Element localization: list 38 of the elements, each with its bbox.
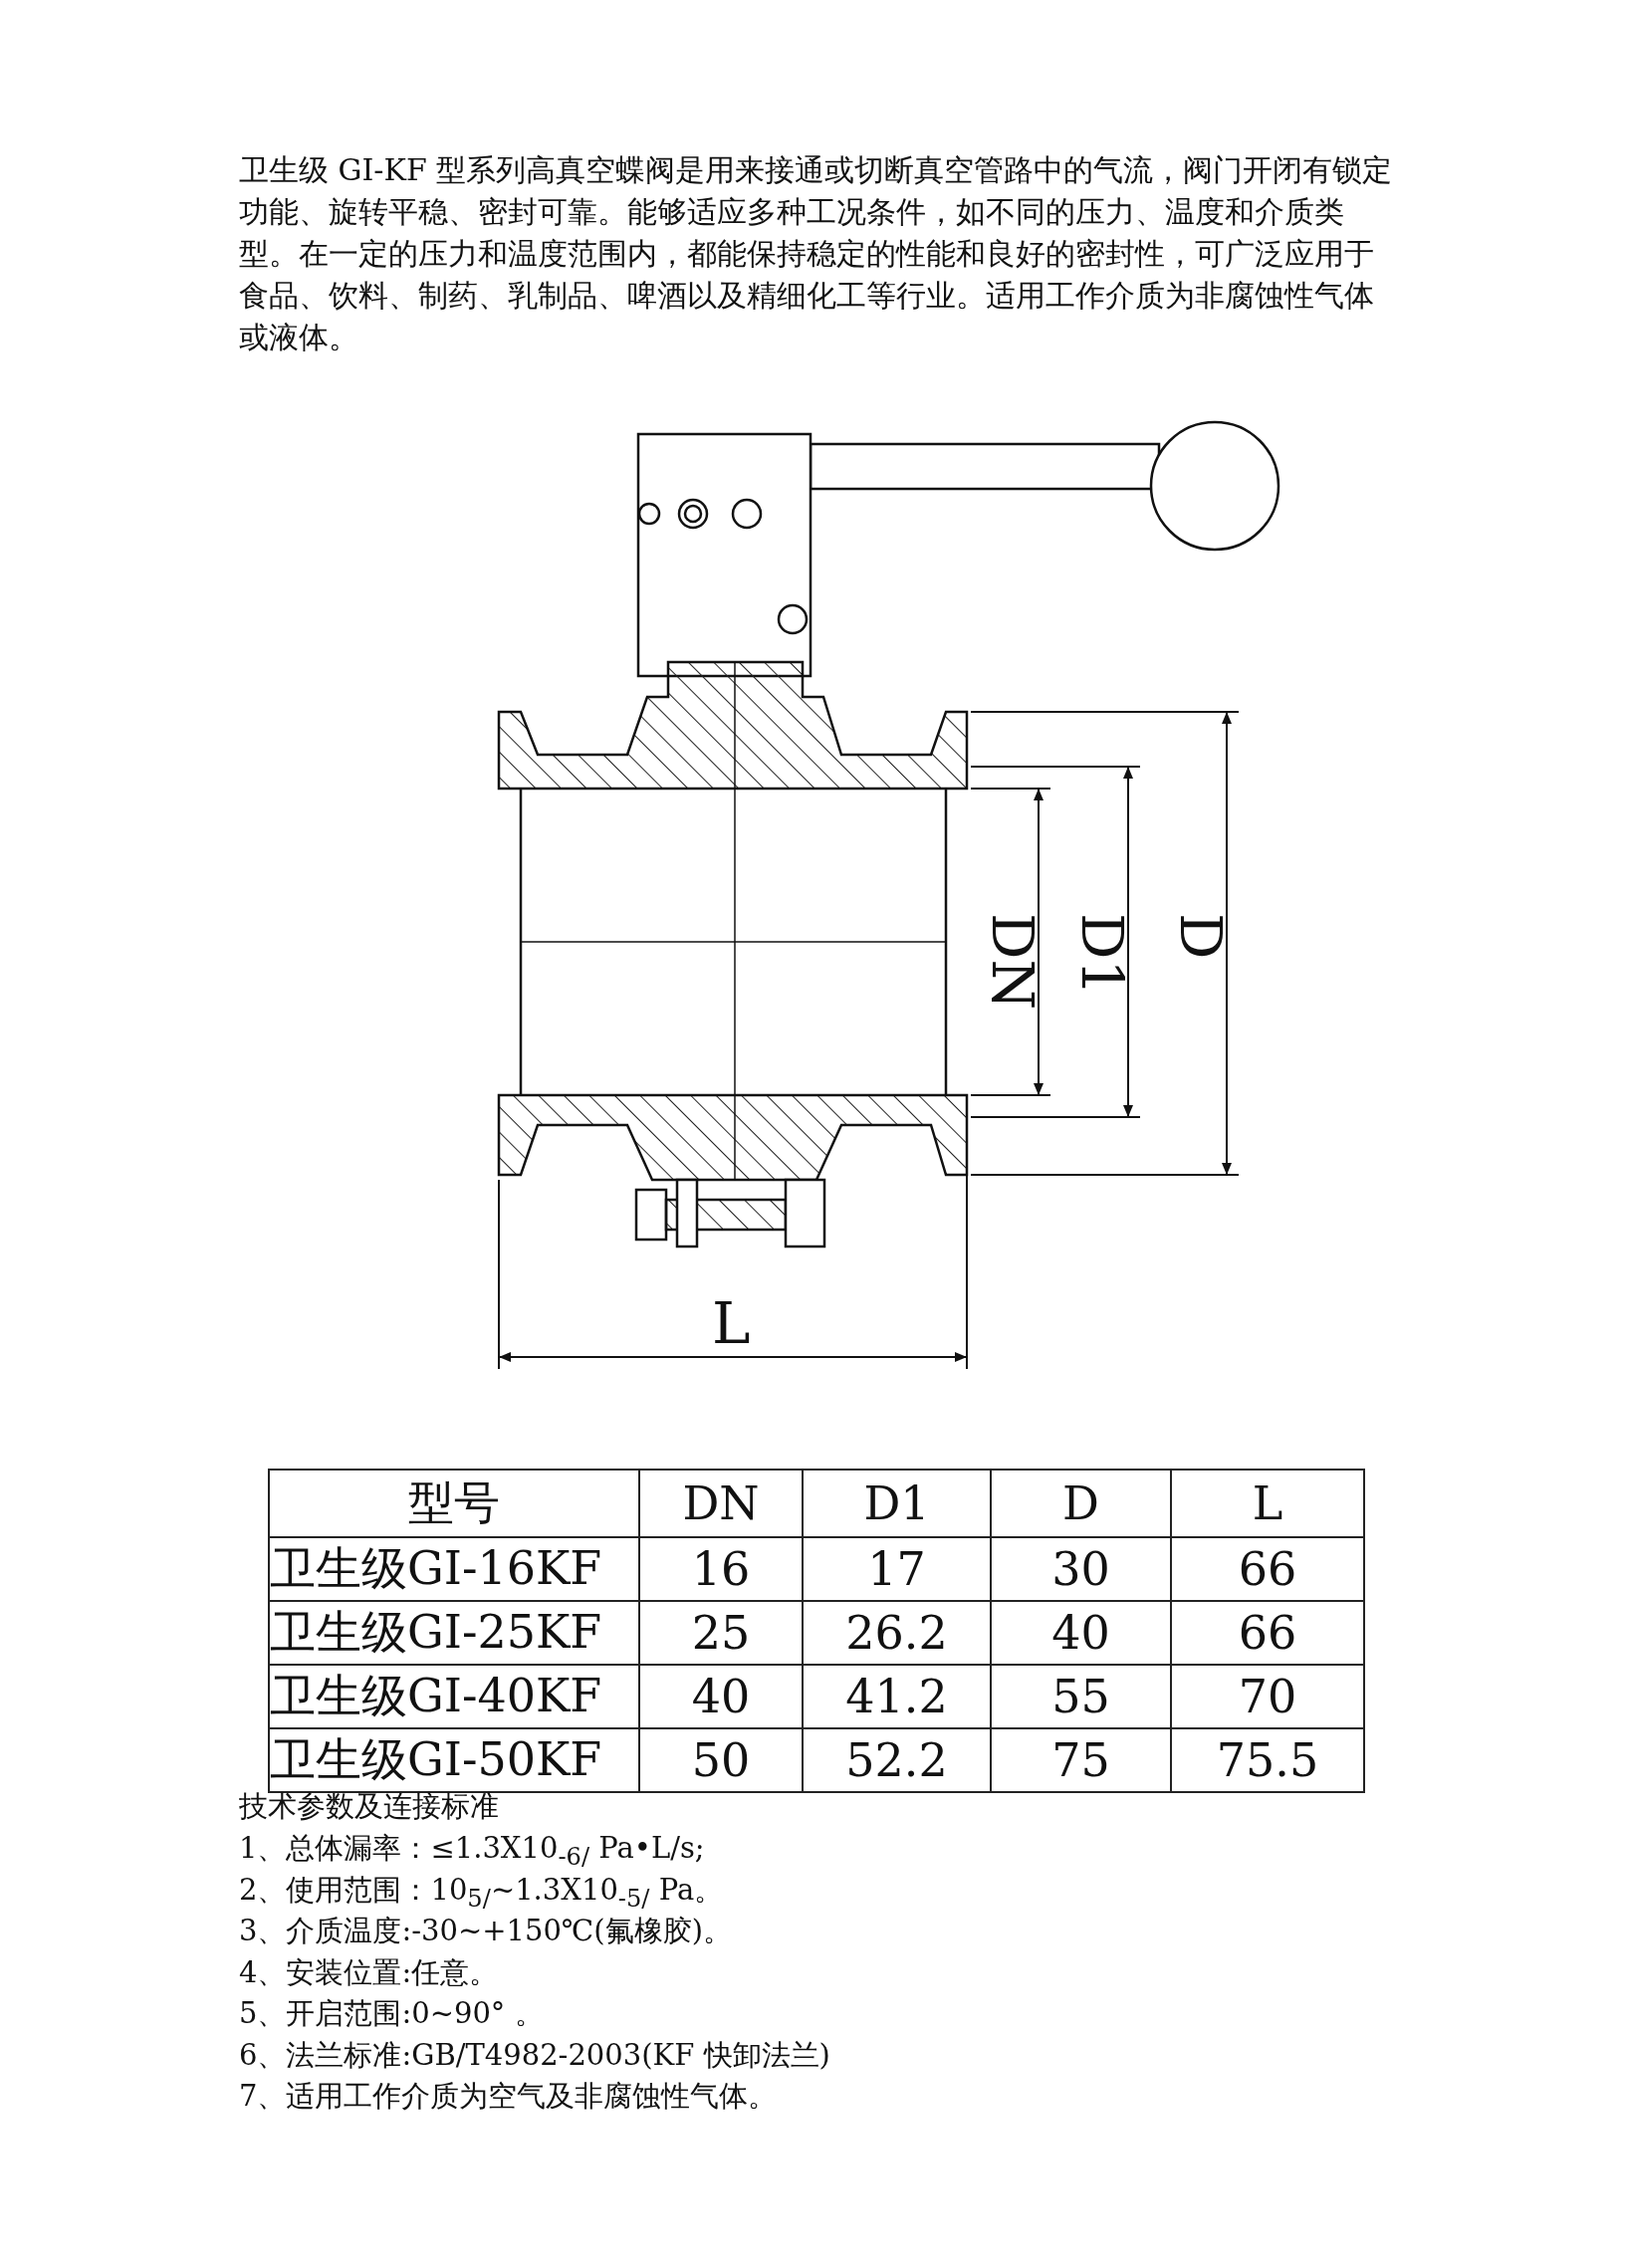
dimension-label: D1	[1073, 913, 1131, 997]
table-cell: 40	[991, 1601, 1171, 1665]
table-cell: 卫生级GI-25KF	[269, 1601, 639, 1665]
table-header-cell: D	[991, 1470, 1171, 1537]
table-header-cell: DN	[639, 1470, 803, 1537]
table-cell: 52.2	[803, 1728, 991, 1792]
spec-item: 1、总体漏率：≤1.3X10$_{-6/}$ Pa•L/s;	[239, 1831, 705, 1873]
table-cell: 17	[803, 1537, 991, 1601]
spec-item: 6、法兰标准:GB/T4982-2003(KF 快卸法兰)	[239, 2037, 830, 2072]
spec-item: 2、使用范围：10$_{5/}$~1.3X10$_{-5/}$ Pa。	[239, 1872, 724, 1915]
intro-paragraph: 卫生级 GI-KF 型系列高真空蝶阀是用来接通或切断真空管路中的气流，阀门开闭有锁定功能、旋转平稳、密封可靠。能够适应多种工况条件，如不同的压力、温度和介质类型。在一定的压力和温度范围内，都能保持稳定的性能和良好的密封性，可广泛应用于食品、饮料、制药、乳制品、啤酒以及精细化工等行业。适用工作介质为非腐蚀性气体或液体。	[239, 151, 1394, 356]
dimension-label: L	[712, 1294, 751, 1352]
spec-item: 4、安装位置:任意。	[239, 1954, 499, 1989]
section-heading: 技术参数及连接标准	[239, 1789, 499, 1823]
table-header-cell: D1	[803, 1470, 991, 1537]
table-cell: 66	[1171, 1537, 1364, 1601]
dimension-label: DN	[984, 913, 1042, 1011]
table-cell: 75.5	[1171, 1728, 1364, 1792]
table-cell: 卫生级GI-50KF	[269, 1728, 639, 1792]
table-header-cell: 型号	[269, 1470, 639, 1537]
table-cell: 55	[991, 1665, 1171, 1728]
spec-item: 5、开启范围:0~90° 。	[239, 1996, 544, 2030]
dimension-label: D	[1172, 913, 1230, 960]
table-cell: 25	[639, 1601, 803, 1665]
spec-item: 3、介质温度:-30~+150℃(氟橡胶)。	[239, 1914, 732, 1947]
table-header-cell: L	[1171, 1470, 1364, 1537]
table-cell: 41.2	[803, 1665, 991, 1728]
table-cell: 70	[1171, 1665, 1364, 1728]
spec-item: 7、适用工作介质为空气及非腐蚀性气体。	[239, 2079, 778, 2113]
table-cell: 16	[639, 1537, 803, 1601]
table-cell: 卫生级GI-16KF	[269, 1537, 639, 1601]
table-cell: 66	[1171, 1601, 1364, 1665]
table-cell: 26.2	[803, 1601, 991, 1665]
table-cell: 40	[639, 1665, 803, 1728]
table-cell: 75	[991, 1728, 1171, 1792]
table-cell: 卫生级GI-40KF	[269, 1665, 639, 1728]
table-cell: 30	[991, 1537, 1171, 1601]
table-cell: 50	[639, 1728, 803, 1792]
